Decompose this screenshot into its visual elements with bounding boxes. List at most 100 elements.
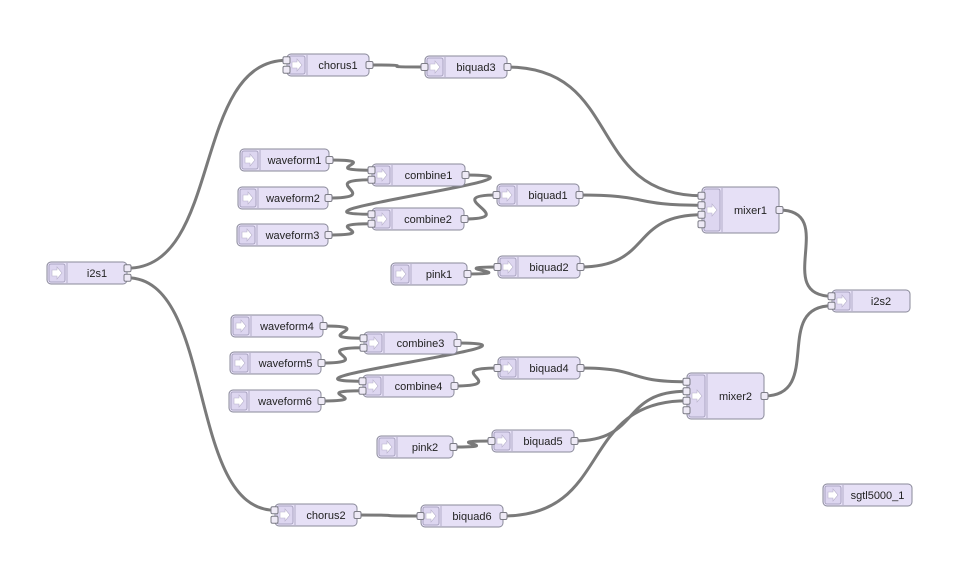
node-waveform1[interactable]: waveform1: [239, 148, 334, 172]
output-port[interactable]: [450, 382, 459, 390]
output-port[interactable]: [453, 339, 462, 347]
node-waveform6[interactable]: waveform6: [228, 389, 326, 413]
wire-combine2-to-biquad1[interactable]: [462, 193, 499, 221]
input-port[interactable]: [270, 506, 279, 515]
output-port[interactable]: [123, 264, 132, 273]
input-port[interactable]: [697, 210, 706, 219]
node-mixer2[interactable]: mixer2: [682, 372, 769, 420]
wire-waveform5-to-combine3[interactable]: [319, 346, 366, 365]
node-pink2[interactable]: pink2: [376, 435, 458, 459]
input-port[interactable]: [493, 364, 502, 372]
node-combine3[interactable]: combine3: [359, 331, 462, 355]
wire-mixer1-to-i2s2[interactable]: [777, 208, 834, 298]
input-port[interactable]: [697, 191, 706, 200]
node-i2s1[interactable]: i2s1: [46, 261, 132, 285]
output-port[interactable]: [319, 322, 328, 330]
output-port[interactable]: [123, 273, 132, 282]
output-port[interactable]: [461, 171, 470, 179]
node-biquad2[interactable]: biquad2: [493, 255, 585, 279]
output-port[interactable]: [325, 156, 334, 164]
wire-biquad3-to-mixer1[interactable]: [505, 65, 704, 198]
wire-combine1-to-combine2[interactable]: [345, 173, 492, 216]
input-port[interactable]: [282, 56, 291, 65]
node-waveform4[interactable]: waveform4: [230, 314, 328, 338]
node-chorus2[interactable]: chorus2: [270, 503, 362, 527]
wire-pink2-to-biquad5[interactable]: [451, 439, 494, 449]
node-waveform5[interactable]: waveform5: [229, 351, 326, 375]
node-mixer1[interactable]: mixer1: [697, 186, 784, 234]
output-port[interactable]: [365, 61, 374, 69]
input-port[interactable]: [367, 210, 376, 219]
output-port[interactable]: [317, 359, 326, 367]
wire-biquad6-to-mixer2[interactable]: [501, 399, 689, 518]
input-port[interactable]: [827, 301, 836, 310]
input-port[interactable]: [367, 175, 376, 184]
node-sgtl5000_1[interactable]: sgtl5000_1: [822, 483, 913, 507]
node-i2s2[interactable]: i2s2: [827, 289, 911, 313]
input-port[interactable]: [367, 219, 376, 228]
input-port[interactable]: [682, 396, 691, 405]
node-combine1[interactable]: combine1: [367, 163, 470, 187]
wire-waveform6-to-combine4[interactable]: [319, 389, 365, 403]
input-port[interactable]: [416, 512, 425, 520]
wire-i2s1-to-chorus2[interactable]: [125, 276, 277, 512]
wire-combine3-to-combine4[interactable]: [336, 341, 484, 383]
input-port[interactable]: [359, 334, 368, 343]
output-port[interactable]: [499, 512, 508, 520]
output-port[interactable]: [570, 437, 579, 445]
node-waveform3[interactable]: waveform3: [236, 223, 333, 247]
output-port[interactable]: [576, 364, 585, 372]
node-biquad1[interactable]: biquad1: [492, 183, 584, 207]
node-waveform2[interactable]: waveform2: [237, 186, 333, 210]
output-port[interactable]: [775, 206, 784, 214]
output-port[interactable]: [463, 270, 472, 278]
input-port[interactable]: [358, 377, 367, 386]
input-port[interactable]: [682, 387, 691, 396]
node-combine2[interactable]: combine2: [367, 207, 469, 231]
wire-waveform3-to-combine2[interactable]: [326, 222, 374, 237]
output-port[interactable]: [575, 191, 584, 199]
output-port[interactable]: [353, 511, 362, 519]
input-port[interactable]: [493, 263, 502, 271]
wire-pink1-to-biquad2[interactable]: [465, 265, 500, 276]
node-pink1[interactable]: pink1: [390, 262, 472, 286]
node-biquad6[interactable]: biquad6: [416, 504, 508, 528]
node-biquad5[interactable]: biquad5: [487, 429, 579, 453]
wire-waveform4-to-combine3[interactable]: [321, 324, 366, 340]
input-port[interactable]: [270, 515, 279, 524]
output-port[interactable]: [324, 231, 333, 239]
wire-biquad4-to-mixer2[interactable]: [578, 366, 689, 384]
wire-combine4-to-biquad4[interactable]: [452, 366, 500, 388]
input-port[interactable]: [358, 386, 367, 395]
output-port[interactable]: [576, 263, 585, 271]
input-port[interactable]: [682, 377, 691, 386]
wire-biquad1-to-mixer1[interactable]: [577, 193, 704, 207]
wire-mixer2-to-i2s2[interactable]: [762, 304, 834, 398]
output-port[interactable]: [503, 63, 512, 71]
node-body[interactable]: [822, 483, 913, 507]
input-port[interactable]: [359, 343, 368, 352]
node-chorus1[interactable]: chorus1: [282, 53, 374, 77]
input-port[interactable]: [682, 406, 691, 415]
input-port[interactable]: [420, 63, 429, 71]
output-port[interactable]: [317, 397, 326, 405]
input-port[interactable]: [487, 437, 496, 445]
input-port[interactable]: [367, 166, 376, 175]
input-port[interactable]: [282, 65, 291, 74]
wire-i2s1-to-chorus1[interactable]: [125, 58, 289, 270]
wire-waveform2-to-combine1[interactable]: [326, 178, 374, 200]
wire-biquad2-to-mixer1[interactable]: [578, 213, 704, 269]
input-port[interactable]: [697, 220, 706, 229]
wire-chorus1-to-biquad3[interactable]: [367, 63, 427, 69]
node-combine4[interactable]: combine4: [358, 374, 459, 398]
wire-waveform1-to-combine1[interactable]: [327, 158, 374, 172]
output-port[interactable]: [324, 194, 333, 202]
output-port[interactable]: [760, 392, 769, 400]
node-biquad4[interactable]: biquad4: [493, 356, 585, 380]
wire-biquad5-to-mixer2[interactable]: [572, 389, 689, 443]
output-port[interactable]: [460, 215, 469, 223]
output-port[interactable]: [449, 443, 458, 451]
wire-chorus2-to-biquad6[interactable]: [355, 513, 423, 518]
input-port[interactable]: [827, 292, 836, 301]
node-biquad3[interactable]: biquad3: [420, 55, 512, 79]
